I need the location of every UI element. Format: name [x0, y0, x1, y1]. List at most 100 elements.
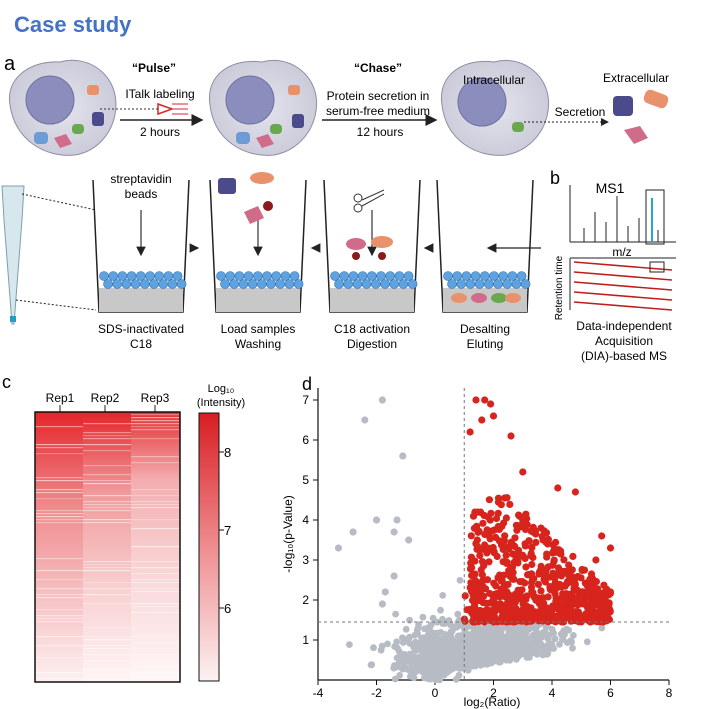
heatmap-column-2 [83, 412, 131, 682]
scatter-point-not-significant [486, 647, 493, 655]
scatter-point-not-significant [460, 623, 467, 631]
scatter-point-not-significant [569, 644, 576, 652]
scatter-point-significant [533, 594, 541, 602]
scatter-point-significant [544, 563, 552, 571]
scatter-point-not-significant [372, 516, 381, 524]
scatter-point-significant [489, 543, 497, 552]
heatmap-column-rep1: Rep1 [46, 391, 75, 405]
cell-2-illustration [209, 60, 318, 156]
cell-1-illustration [9, 59, 117, 156]
y-axis-label: -log₁₀(p-Value) [281, 495, 295, 573]
bead [452, 271, 463, 281]
scatter-point-significant [512, 617, 520, 626]
scatter-point-not-significant [437, 635, 444, 643]
scatter-point-not-significant [454, 610, 462, 618]
y-tick-label: 5 [302, 473, 309, 487]
scatter-point-not-significant [406, 616, 413, 624]
protein-shape [218, 178, 236, 194]
scatter-point-significant [587, 602, 595, 610]
scatter-point-significant [506, 565, 514, 573]
x-tick-label: 4 [549, 686, 556, 700]
scatter-point-significant [528, 543, 536, 551]
scatter-point-significant [563, 577, 572, 586]
scatter-point-not-significant [420, 643, 427, 650]
heatmap-column-rep3: Rep3 [141, 391, 170, 405]
bead [126, 271, 137, 281]
scatter-point-not-significant [479, 648, 486, 656]
scatter-point-significant [559, 592, 567, 600]
bead [117, 271, 128, 281]
scatter-point-not-significant [513, 649, 521, 657]
scatter-point-significant [506, 500, 514, 508]
scatter-point-not-significant [461, 648, 469, 656]
legend-tick-8: 8 [224, 445, 231, 460]
bead [229, 279, 239, 289]
scatter-point-not-significant [556, 641, 563, 648]
scatter-point-not-significant [456, 647, 463, 655]
scatter-point-significant [501, 581, 509, 589]
scatter-point-significant [487, 400, 495, 408]
scatter-point-significant [496, 593, 504, 601]
scatter-point-significant [564, 571, 573, 579]
dia-label-line-1: Data-independent [576, 319, 672, 333]
protein-shape [250, 172, 274, 184]
bead [516, 271, 527, 281]
scatter-point-not-significant [419, 666, 427, 673]
scatter-point-not-significant [479, 626, 487, 633]
scatter-point-not-significant [481, 632, 489, 639]
scatter-point-significant [587, 617, 595, 625]
bead [343, 279, 354, 289]
ms1-label: MS1 [596, 180, 625, 196]
scatter-point-significant [494, 574, 502, 582]
bead [154, 271, 164, 281]
bead [407, 279, 418, 289]
scatter-point-not-significant [346, 641, 353, 648]
x-tick-label: 6 [607, 686, 614, 700]
bead [493, 279, 503, 289]
scatter-point-significant [483, 549, 491, 557]
scatter-point-not-significant [454, 642, 461, 650]
protein-shape [371, 236, 393, 248]
scatter-point-significant [577, 592, 585, 600]
panel-c-letter: c [2, 372, 11, 392]
step-label-line-2: Eluting [467, 337, 504, 351]
c18-layer [216, 288, 300, 312]
scatter-point-significant [478, 416, 486, 424]
scatter-point-significant [539, 611, 547, 619]
scatter-point-significant [567, 617, 575, 625]
scatter-point-not-significant [427, 666, 435, 673]
scatter-point-not-significant [473, 651, 481, 659]
scatter-point-not-significant [454, 619, 462, 627]
scatter-point-not-significant [456, 576, 464, 584]
scatter-point-not-significant [450, 662, 458, 670]
step-label-line-2: Digestion [347, 337, 397, 351]
biotin-tag [352, 252, 360, 260]
scatter-point-significant [468, 608, 476, 616]
scatter-point-significant [481, 396, 489, 404]
scatter-point-not-significant [505, 653, 513, 661]
chase-title: “Chase” [354, 61, 402, 75]
chase-arrow: “Chase” Protein secretion in serum-free … [322, 61, 438, 139]
scatter-point-not-significant [428, 654, 436, 661]
scatter-point-not-significant [421, 625, 428, 633]
scatter-point-not-significant [367, 661, 375, 669]
bead [385, 271, 396, 281]
bead [398, 279, 409, 289]
scatter-point-not-significant [470, 629, 477, 637]
scatter-point-not-significant [505, 626, 513, 634]
panel-a-letter: a [4, 53, 16, 75]
scatter-point-not-significant [361, 416, 369, 424]
scatter-point-not-significant [548, 625, 556, 633]
scatter-point-significant [494, 494, 503, 502]
scatter-point-significant [522, 510, 530, 518]
legend-title-line-2: (Intensity) [197, 397, 245, 409]
bead [284, 279, 295, 289]
scatter-point-significant [481, 608, 490, 617]
scatter-point-significant [490, 526, 499, 534]
bead [262, 271, 272, 281]
scissors-icon [353, 189, 385, 213]
scatter-point-significant [505, 604, 513, 612]
